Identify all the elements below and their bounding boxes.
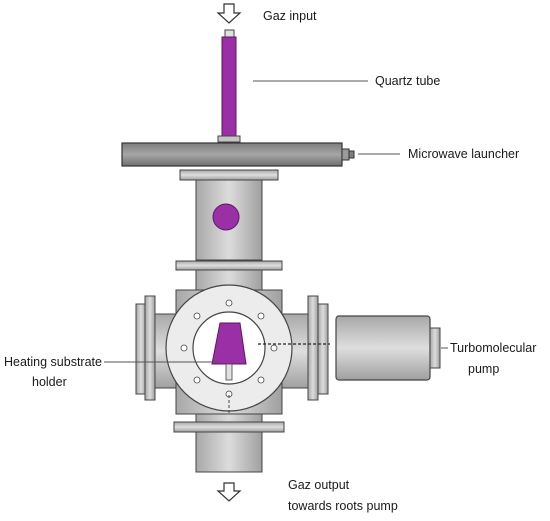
gas-input-label: Gaz input: [263, 9, 317, 23]
plasma-ball: [212, 203, 240, 231]
bottom-flange: [173, 413, 285, 473]
microwave-launcher-label: Microwave launcher: [408, 147, 519, 161]
gas-output-label-line1: Gaz output: [288, 478, 350, 492]
turbo-label-line1: Turbomolecular: [450, 341, 536, 355]
heating-holder-label-line1: Heating substrate: [4, 355, 102, 369]
microwave-launcher: [121, 142, 355, 167]
microwave-plate: [121, 142, 343, 167]
launcher-knob: [341, 148, 350, 161]
gas-input-arrow: [216, 3, 242, 24]
quartz-tube-label: Quartz tube: [375, 74, 440, 88]
substrate-holder: [211, 322, 247, 365]
cross-chamber: [165, 284, 293, 415]
turbo-label-line2: pump: [468, 362, 499, 376]
quartz-tube: [217, 29, 241, 143]
upper-cavity: [179, 169, 279, 261]
heating-holder-label-line2: holder: [32, 375, 67, 389]
quartz-tube-body: [221, 36, 237, 138]
turbomolecular-pump: [335, 315, 441, 381]
gas-output-label-line2: towards roots pump: [288, 499, 398, 513]
right-port: [281, 295, 329, 401]
gas-output-arrow: [216, 482, 242, 502]
